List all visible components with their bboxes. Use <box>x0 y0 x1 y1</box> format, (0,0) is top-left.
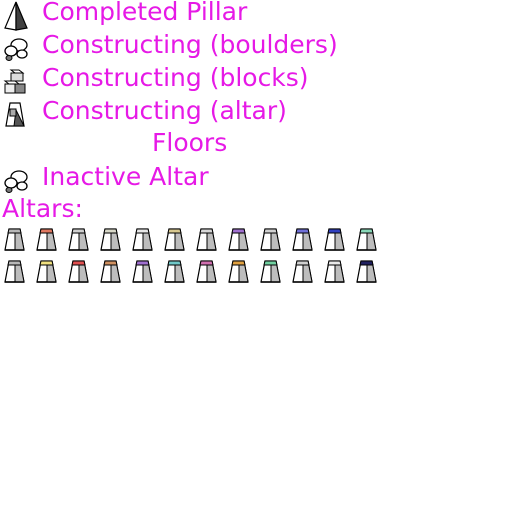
legend-label: Completed Pillar <box>42 0 248 26</box>
altar-icon <box>227 226 251 254</box>
altar-construction-icon <box>3 100 29 130</box>
altar-icon <box>195 258 219 286</box>
altar-icon <box>323 258 347 286</box>
altar-icon <box>195 226 219 254</box>
altar-icon <box>99 226 123 254</box>
altar-icon <box>163 258 187 286</box>
legend-label: Constructing (blocks) <box>42 63 309 92</box>
altar-icon <box>67 258 91 286</box>
altar-icon <box>291 258 315 286</box>
altar-icon <box>35 226 59 254</box>
altar-grid <box>3 226 383 286</box>
floors-label: Floors <box>152 128 228 157</box>
legend-label: Constructing (boulders) <box>42 30 338 59</box>
altar-icon <box>355 226 379 254</box>
inactive-altar-icon <box>3 166 29 196</box>
altar-icon <box>227 258 251 286</box>
altar-icon <box>131 258 155 286</box>
altar-icon <box>35 258 59 286</box>
altar-icon <box>99 258 123 286</box>
altar-icon <box>259 226 283 254</box>
altar-icon <box>163 226 187 254</box>
altar-icon <box>323 226 347 254</box>
legend-label: Inactive Altar <box>42 162 209 191</box>
pillar-icon <box>3 1 29 31</box>
altar-icon <box>259 258 283 286</box>
altar-icon <box>291 226 315 254</box>
altar-icon <box>3 226 27 254</box>
altar-icon <box>67 226 91 254</box>
blocks-icon <box>3 67 29 97</box>
altars-heading: Altars: <box>2 194 83 223</box>
legend-label: Constructing (altar) <box>42 96 287 125</box>
boulders-icon <box>3 34 29 64</box>
altar-icon <box>3 258 27 286</box>
altar-icon <box>355 258 379 286</box>
altar-icon <box>131 226 155 254</box>
